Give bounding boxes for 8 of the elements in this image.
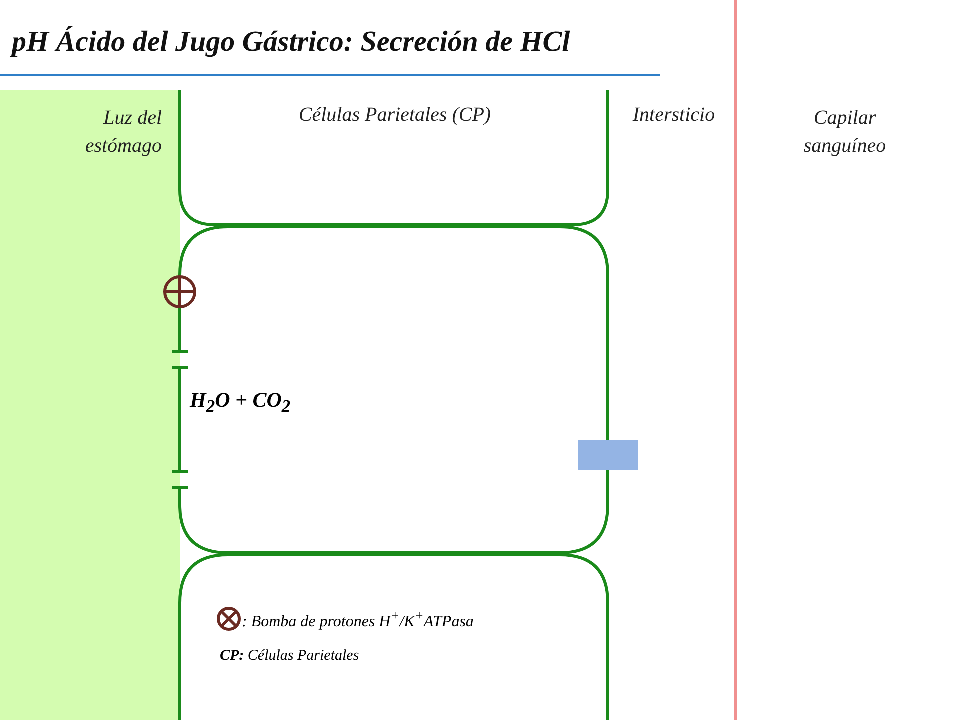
legend-text: : Bomba de protones H$^{+}$/K$^{+}$ATPasa (242, 608, 474, 632)
column-heading: Intersticio (632, 104, 716, 127)
formula-label: H$_{2}$O + CO$_{2}$ (190, 388, 291, 418)
legend-note: CP: Células Parietales (220, 648, 360, 665)
column-heading: Células Parietales (CP) (298, 104, 492, 127)
column-heading: Capilar sanguíneo (802, 106, 888, 159)
column-heading: Luz del estómago (84, 106, 162, 159)
title: pH Ácido del Jugo Gástrico: Secreción de HCl (12, 26, 570, 59)
